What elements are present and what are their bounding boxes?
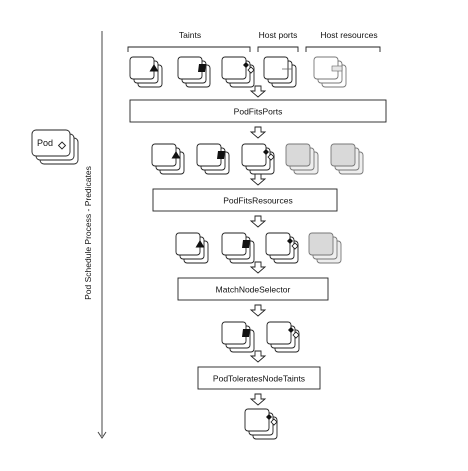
pod-label: Pod bbox=[37, 138, 53, 148]
predicate-pod-tolerates-node-taints: PodToleratesNodeTaints bbox=[197, 366, 321, 390]
flow-arrow-icon bbox=[249, 215, 267, 228]
flow-arrow-icon bbox=[249, 173, 267, 186]
node-stack-blank bbox=[285, 143, 319, 175]
diamond-outline-icon bbox=[270, 418, 278, 426]
group-host-ports-bracket bbox=[257, 46, 299, 52]
flow-arrows bbox=[249, 85, 267, 406]
resource-chip-icon bbox=[331, 65, 343, 72]
diamond-icon bbox=[287, 238, 293, 244]
predicate-label: PodFitsPorts bbox=[234, 107, 283, 117]
node-stack-square bbox=[221, 232, 255, 264]
predicate-label: PodFitsResources bbox=[223, 196, 292, 206]
square-icon bbox=[242, 240, 250, 248]
node-stack-diamond bbox=[266, 321, 300, 353]
predicate-pod-fits-ports: PodFitsPorts bbox=[129, 99, 387, 123]
flow-arrow-icon bbox=[249, 393, 267, 406]
node-stack-diamond bbox=[244, 408, 278, 440]
pod-card: Pod bbox=[31, 129, 79, 165]
node-stack-triangle bbox=[129, 56, 163, 88]
flow-arrow-icon bbox=[249, 350, 267, 363]
square-icon bbox=[242, 329, 250, 337]
group-taints-bracket bbox=[127, 46, 251, 52]
diamond-icon bbox=[263, 149, 269, 155]
node-stack-square bbox=[196, 143, 230, 175]
node-stack-ports bbox=[263, 56, 297, 88]
node-stack-blank bbox=[330, 143, 364, 175]
diamond-outline-icon bbox=[292, 331, 300, 339]
triangle-icon bbox=[149, 64, 159, 72]
node-stack-diamond bbox=[221, 56, 255, 88]
node-stack-diamond bbox=[265, 232, 299, 264]
flow-arrow-icon bbox=[249, 126, 267, 139]
predicate-label: PodToleratesNodeTaints bbox=[213, 374, 305, 384]
group-host-resources-bracket bbox=[305, 46, 381, 52]
diamond-outline-icon bbox=[247, 66, 255, 74]
square-icon bbox=[198, 64, 206, 72]
node-stack-diamond bbox=[241, 143, 275, 175]
predicate-pod-fits-resources: PodFitsResources bbox=[152, 188, 338, 212]
flow-arrow-icon bbox=[249, 85, 267, 98]
flow-arrow-icon bbox=[249, 304, 267, 317]
node-stack-resources bbox=[313, 56, 347, 88]
node-stacks bbox=[129, 56, 364, 440]
process-arrow-head bbox=[97, 431, 107, 439]
group-taints-label: Taints bbox=[179, 30, 201, 40]
diamond-icon bbox=[266, 414, 272, 420]
diamond-icon bbox=[243, 62, 249, 68]
flow-arrow-icon bbox=[249, 261, 267, 274]
square-icon bbox=[217, 151, 225, 159]
triangle-icon bbox=[171, 151, 181, 159]
diamond-icon bbox=[288, 327, 294, 333]
diamond-outline-icon bbox=[291, 242, 299, 250]
pod-diamond-icon bbox=[57, 141, 67, 150]
process-label: Pod Schedule Process - Predicates bbox=[83, 166, 93, 300]
group-host-ports-label: Host ports bbox=[259, 30, 298, 40]
node-stack-square bbox=[221, 321, 255, 353]
node-stack-triangle bbox=[175, 232, 209, 264]
predicate-match-node-selector: MatchNodeSelector bbox=[177, 277, 329, 301]
group-host-resources-label: Host resources bbox=[320, 30, 377, 40]
node-stack-blank bbox=[308, 232, 342, 264]
node-stack-square bbox=[177, 56, 211, 88]
triangle-icon bbox=[195, 240, 205, 248]
predicate-label: MatchNodeSelector bbox=[216, 285, 291, 295]
diamond-outline-icon bbox=[267, 153, 275, 161]
node-stack-triangle bbox=[151, 143, 185, 175]
